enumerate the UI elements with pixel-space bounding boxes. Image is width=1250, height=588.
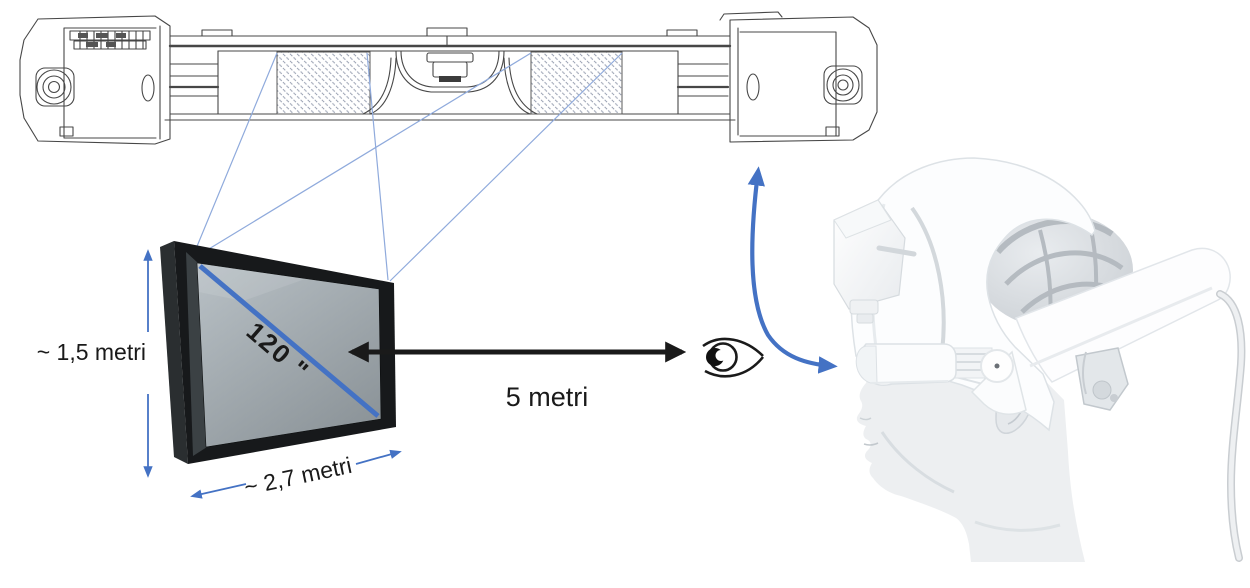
glasses-front-bar [164, 27, 736, 121]
glasses-nose-bridge [362, 50, 538, 115]
right-camera-icon [826, 68, 860, 102]
curved-double-arrow [747, 166, 838, 374]
right-waveguide-display [530, 51, 623, 115]
right-camera-housing [823, 65, 863, 105]
left-camera-icon [36, 69, 72, 105]
screen-panel [196, 262, 382, 448]
top-tab-right [666, 29, 698, 37]
top-tab-center [426, 27, 468, 37]
width-dimension-line [190, 449, 402, 499]
glasses-right-endcap [719, 11, 878, 143]
eye-icon [696, 320, 772, 386]
top-tab-left [201, 29, 233, 37]
left-waveguide-display [276, 51, 371, 115]
viewing-distance-label: 5 metri [505, 382, 589, 412]
virtual-screen [160, 241, 396, 464]
eyepiece-arm [855, 343, 993, 386]
screen-height-label: ~ 1,5 metri [36, 339, 146, 365]
smart-glasses-top-view-drawing [19, 11, 878, 145]
head-with-ar-headset-render [833, 157, 1246, 562]
projection-lines [192, 52, 623, 282]
screen-side-face [160, 241, 188, 464]
flip-up-display-module [833, 199, 917, 324]
headset-cable [1216, 290, 1246, 562]
strap-buckle [1075, 347, 1129, 411]
left-camera-housing [35, 67, 75, 107]
glasses-left-endcap [19, 15, 171, 145]
screen-diagonal-line [198, 264, 380, 418]
